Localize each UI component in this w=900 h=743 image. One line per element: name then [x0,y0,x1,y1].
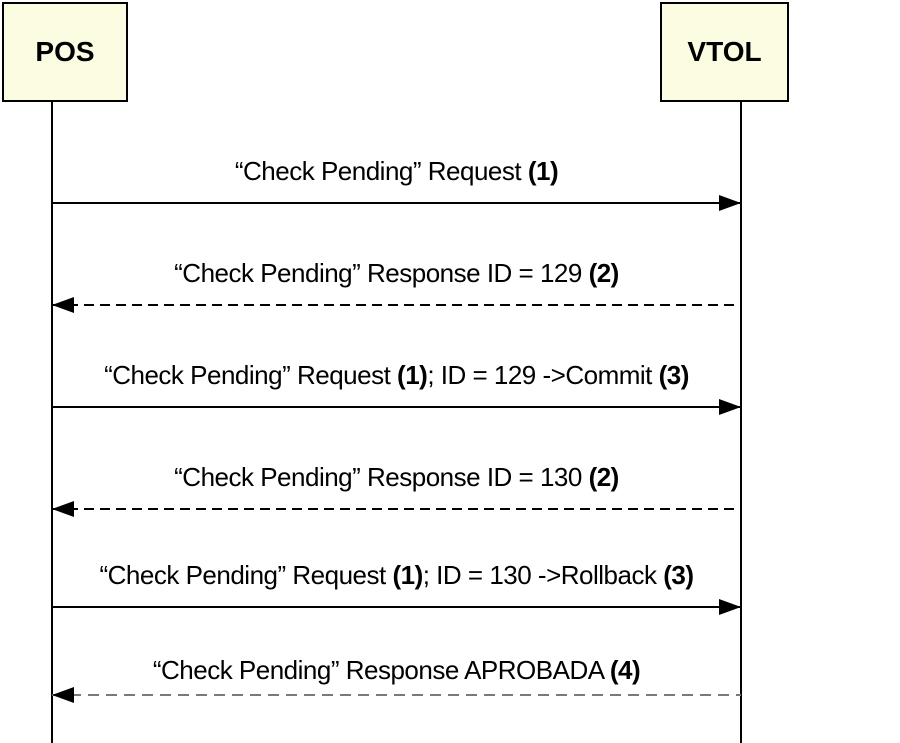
actor-box-pos: POS [2,2,128,102]
message-1-label: “Check Pending” Request (1) [52,156,741,187]
message-step-number: (1) [527,156,559,186]
message-5-line [52,606,741,608]
message-step-number: (1) [392,560,423,590]
actor-box-vtol: VTOL [660,2,789,102]
message-4-line [52,508,741,510]
arrowhead-right-icon [719,599,741,615]
message-3-line [52,406,741,408]
message-text: “Check Pending” Request [99,560,393,590]
message-step-number: (1) [397,360,428,390]
message-5-label: “Check Pending” Request (1); ID = 130 ->… [52,560,741,591]
message-3-label: “Check Pending” Request (1); ID = 129 ->… [52,360,741,391]
message-step-number: (4) [609,655,641,685]
message-text: “Check Pending” Response APROBADA [152,655,610,685]
message-text: ; ID = 130 ->Rollback [422,560,664,590]
message-text: “Check Pending” Request [104,360,398,390]
arrowhead-left-icon [52,687,74,703]
lifeline-vtol [740,101,742,743]
message-step-number: (2) [588,258,620,288]
arrowhead-right-icon [719,195,741,211]
message-step-number: (3) [663,560,694,590]
actor-label-pos: POS [35,36,95,67]
message-text: “Check Pending” Request [234,156,528,186]
message-2-line [52,304,741,306]
lifeline-pos [51,101,53,743]
actor-label-vtol: VTOL [687,36,762,67]
message-4-label: “Check Pending” Response ID = 130 (2) [52,462,741,493]
arrowhead-right-icon [719,399,741,415]
arrowhead-left-icon [52,501,74,517]
message-step-number: (2) [588,462,620,492]
message-2-label: “Check Pending” Response ID = 129 (2) [52,258,741,289]
message-6-label: “Check Pending” Response APROBADA (4) [52,655,741,686]
message-6-line [52,694,741,696]
message-step-number: (3) [658,360,690,390]
message-text: “Check Pending” Response ID = 129 [174,258,589,288]
message-text: ; ID = 129 ->Commit [427,360,659,390]
message-text: “Check Pending” Response ID = 130 [174,462,589,492]
message-1-line [52,202,741,204]
arrowhead-left-icon [52,297,74,313]
